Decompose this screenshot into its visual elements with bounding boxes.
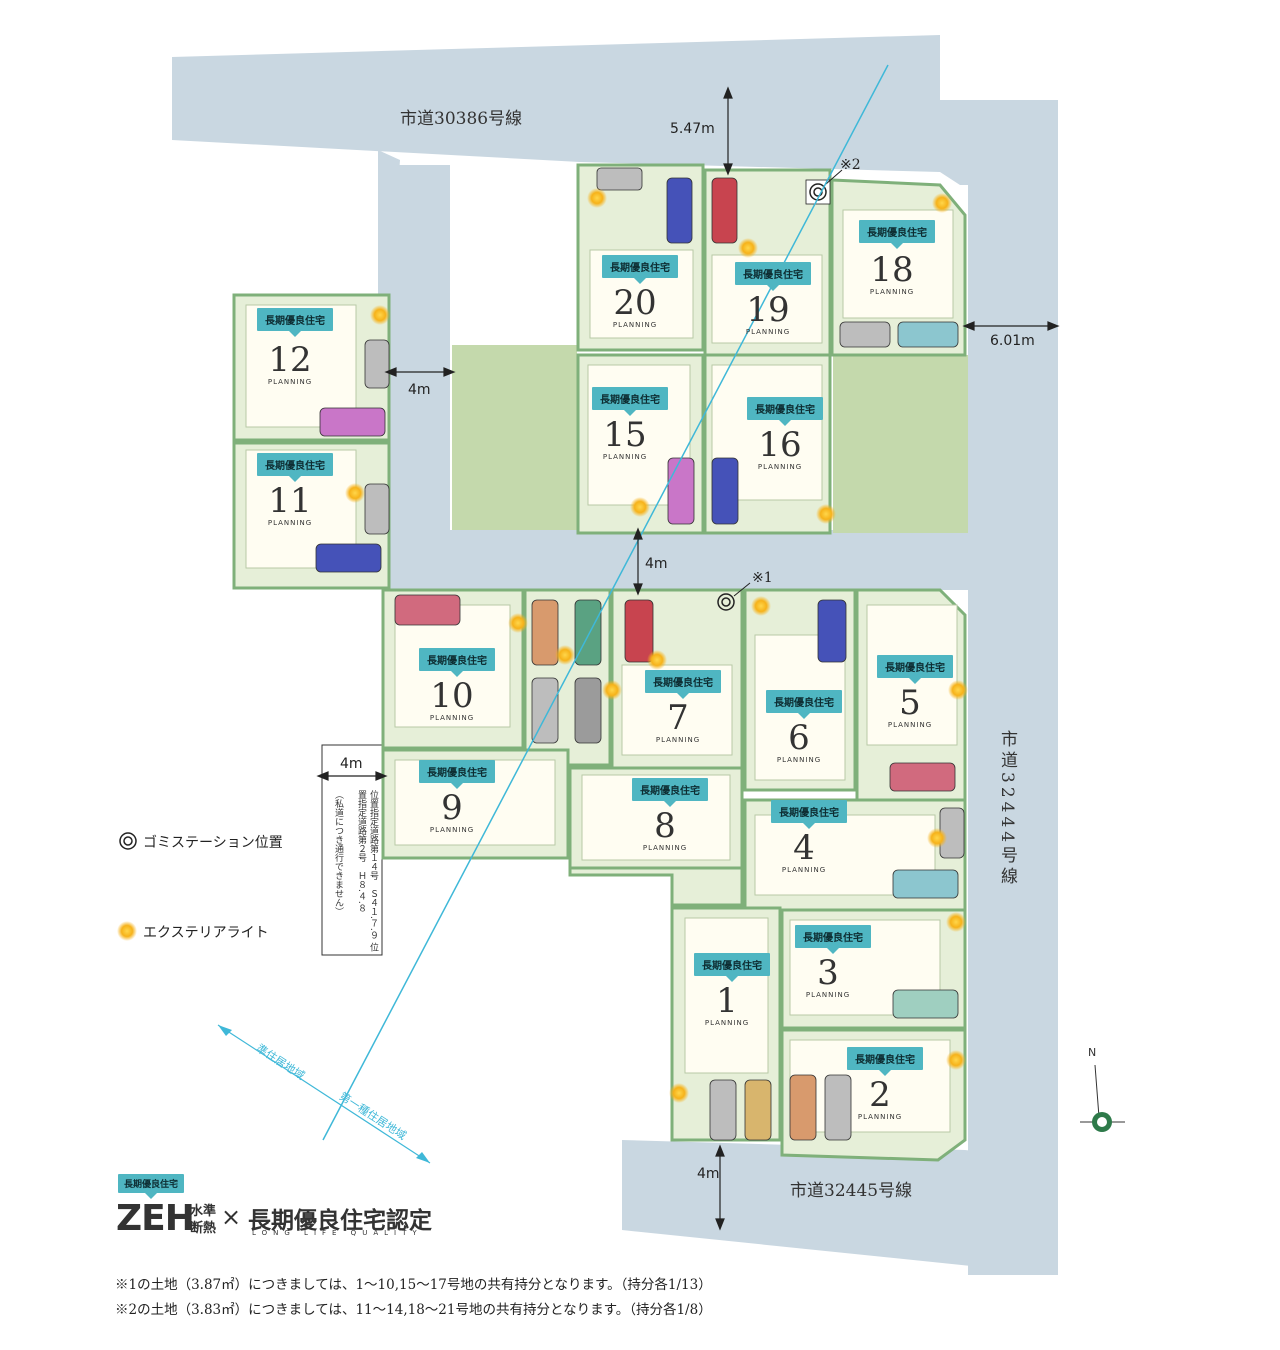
logo-times: × (221, 1203, 242, 1231)
logo-badge: 長期優良住宅 (118, 1174, 185, 1199)
dim-east: 6.01m (990, 333, 1035, 349)
lot-number: 1 (716, 981, 738, 1021)
lot-badge: 長期優良住宅 (859, 220, 935, 249)
designation-road-note: 位置指定道路第１４号 Ｓ４１.７.９ 位置指定道路第２号 Ｈ８.４.８ (356, 790, 378, 952)
lot-badge: 長期優良住宅 (257, 453, 333, 482)
lot-number: 4 (793, 828, 815, 868)
lot-number: 18 (870, 250, 914, 290)
lot-planning: PLANNING (805, 991, 851, 999)
dim-private-road: 4m (340, 756, 363, 772)
lot-number: 2 (869, 1075, 891, 1115)
lot-badge: 長期優良住宅 (602, 255, 678, 284)
park-east (833, 355, 968, 533)
park-west (452, 345, 577, 530)
dim-inner-center: 4m (645, 556, 668, 572)
lot-number: 10 (430, 676, 474, 716)
road-north-label: 市道30386号線 (400, 109, 523, 129)
footnote-2: ※2の土地（3.83㎡）につきましては、11〜14,18〜21号地の共有持分とな… (115, 1302, 712, 1318)
note-mark-1: ※1 (752, 570, 773, 586)
lot-planning: PLANNING (612, 321, 658, 329)
logo-zeh: ZEH (116, 1198, 195, 1239)
lot-number: 19 (746, 290, 790, 330)
lot-number: 20 (613, 283, 657, 323)
lot-planning: PLANNING (267, 378, 313, 386)
footnote-1: ※1の土地（3.87㎡）につきましては、1〜10,15〜17号地の共有持分となり… (115, 1277, 712, 1293)
lot-badge: 長期優良住宅 (735, 262, 811, 291)
roads (172, 35, 1058, 1275)
compass-north-label: N (1088, 1046, 1097, 1059)
legend-garbage-label: ゴミステーション位置 (143, 835, 283, 851)
private-road-note: （私道につき通行できません） (333, 790, 343, 916)
lot-planning: PLANNING (857, 1113, 903, 1121)
road-east-label: 市道32444号線 (997, 730, 1017, 889)
private-road (321, 744, 383, 956)
dim-north: 5.47m (670, 121, 715, 137)
road-north (172, 35, 1058, 185)
road-middle (385, 530, 970, 590)
lot-planning: PLANNING (602, 453, 648, 461)
lot-badge: 長期優良住宅 (592, 387, 668, 416)
lot-number: 12 (268, 340, 312, 380)
logo-tagline: LONG LIFE QUALITY (252, 1229, 423, 1237)
lot-number: 8 (654, 806, 676, 846)
road-east (968, 180, 1058, 1275)
lot-badge: 長期優良住宅 (694, 953, 770, 982)
road-south-label: 市道32445号線 (790, 1181, 913, 1201)
zone-boundary-line (322, 64, 889, 1141)
lot-badge: 長期優良住宅 (847, 1047, 923, 1076)
lot-planning: PLANNING (887, 721, 933, 729)
lot-badge: 長期優良住宅 (747, 397, 823, 426)
lot-number: 15 (603, 415, 647, 455)
dim-inner-west: 4m (408, 382, 431, 398)
lot-planning: PLANNING (781, 866, 827, 874)
lot-badge: 長期優良住宅 (419, 648, 495, 677)
logo-zeh-sub1: 水準 (190, 1204, 217, 1219)
lot-badge: 長期優良住宅 (771, 800, 847, 829)
dim-south: 4m (697, 1166, 720, 1182)
lot-badge: 長期優良住宅 (766, 690, 842, 719)
cars (315, 167, 965, 1141)
lot-number: 6 (788, 718, 810, 758)
lot-planning: PLANNING (757, 463, 803, 471)
lot-badge: 長期優良住宅 (257, 308, 333, 337)
lot-planning: PLANNING (704, 1019, 750, 1027)
lot-planning: PLANNING (429, 826, 475, 834)
lot-number: 7 (667, 698, 689, 738)
lot-number: 16 (758, 425, 802, 465)
lot-planning: PLANNING (869, 288, 915, 296)
lot-badge: 長期優良住宅 (877, 655, 953, 684)
lot-number: 9 (441, 788, 463, 828)
lot-planning: PLANNING (655, 736, 701, 744)
lot-number: 5 (899, 683, 921, 723)
legend-garbage-icon (119, 832, 137, 850)
garbage-station-markers (717, 169, 843, 611)
lot-number: 3 (817, 953, 839, 993)
lot-planning: PLANNING (642, 844, 688, 852)
lot-planning: PLANNING (267, 519, 313, 527)
lot-badge: 長期優良住宅 (645, 670, 721, 699)
dimension-lines (316, 86, 1060, 1231)
lot-planning: PLANNING (776, 756, 822, 764)
lot-badge: 長期優良住宅 (795, 925, 871, 954)
legend-light-label: エクステリアライト (143, 925, 269, 941)
lot-planning: PLANNING (429, 714, 475, 722)
lot-badge: 長期優良住宅 (632, 778, 708, 807)
road-south (622, 1140, 1058, 1275)
lot-number: 11 (268, 481, 312, 521)
lot-planning: PLANNING (745, 328, 791, 336)
logo-cert: 長期優良住宅認定 (248, 1208, 432, 1234)
exterior-lights (117, 188, 968, 1103)
lot-badge: 長期優良住宅 (419, 760, 495, 789)
note-mark-2: ※2 (840, 157, 861, 173)
logo-zeh-sub2: 断熱 (190, 1221, 217, 1236)
compass (1080, 1064, 1125, 1132)
